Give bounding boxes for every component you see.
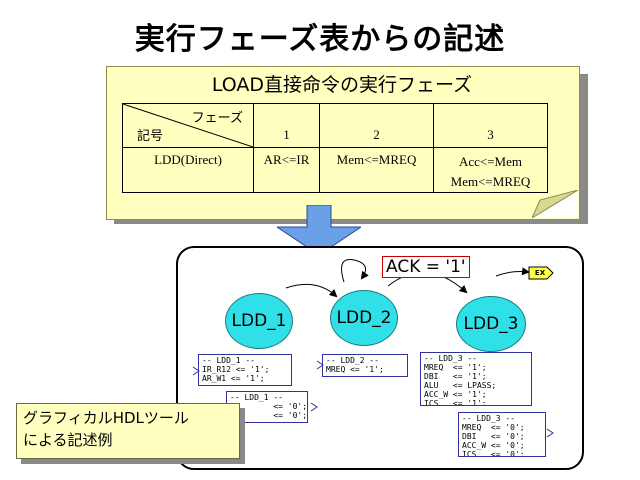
state-ldd-2[interactable]: LDD_2 bbox=[330, 290, 398, 346]
state-ldd-2-label: LDD_2 bbox=[336, 308, 392, 328]
tool-caption-line2: による記述例 bbox=[23, 431, 113, 449]
state-ldd-3[interactable]: LDD_3 bbox=[456, 296, 526, 352]
phase-header-3: 3 bbox=[433, 103, 548, 148]
cell-phase-1: AR<=IR bbox=[252, 147, 321, 193]
state-ldd-1-label: LDD_1 bbox=[231, 311, 287, 331]
table-corner-header: フェーズ 記号 bbox=[122, 103, 254, 148]
exit-port-icon bbox=[528, 266, 554, 280]
phase-table: フェーズ 記号 1 2 3 LDD(Direct) AR<=IR Mem<=MR… bbox=[122, 103, 548, 193]
state-ldd-1[interactable]: LDD_1 bbox=[225, 293, 293, 349]
phase-header-1: 1 bbox=[252, 103, 321, 148]
cell-phase-3-line2: Mem<=MREQ bbox=[450, 174, 531, 189]
cell-phase-3-line1: Acc<=Mem bbox=[458, 154, 523, 169]
ack-condition-label: ACK = '1' bbox=[382, 256, 470, 278]
note-title: LOAD直接命令の実行フェーズ bbox=[211, 74, 473, 96]
tool-caption-line1: グラフィカルHDLツール bbox=[23, 409, 189, 427]
header-phase-label: フェーズ bbox=[191, 111, 243, 126]
page-title: 実行フェーズ表からの記述 bbox=[134, 22, 506, 57]
exit-label: EX bbox=[534, 269, 546, 277]
phase-header-2: 2 bbox=[319, 103, 434, 148]
cell-phase-3: Acc<=Mem Mem<=MREQ bbox=[433, 147, 548, 193]
code-ldd3-exit[interactable]: -- LDD_3 -- MREQ <= '0'; DBI <= '0'; ACC… bbox=[458, 412, 546, 457]
cell-phase-2: Mem<=MREQ bbox=[319, 147, 434, 193]
port-marker-icon bbox=[310, 402, 318, 412]
row-label: LDD(Direct) bbox=[122, 147, 254, 193]
port-marker-icon bbox=[192, 366, 200, 376]
port-marker-icon bbox=[316, 360, 324, 370]
port-marker-icon bbox=[546, 428, 554, 438]
state-ldd-3-label: LDD_3 bbox=[463, 314, 519, 334]
down-arrow-icon bbox=[277, 205, 361, 255]
code-ldd2-entry[interactable]: -- LDD_2 -- MREQ <= '1'; bbox=[322, 354, 408, 377]
note-fold-corner bbox=[532, 190, 578, 218]
tool-caption: グラフィカルHDLツール による記述例 bbox=[16, 403, 240, 459]
code-ldd3-entry[interactable]: -- LDD_3 -- MREQ <= '1'; DBI <= '1'; ALU… bbox=[420, 352, 532, 406]
code-ldd1-entry[interactable]: -- LDD_1 -- IR_R12 <= '1'; AR_W1 <= '1'; bbox=[198, 354, 292, 386]
diagonal-line bbox=[123, 104, 253, 147]
header-symbol-label: 記号 bbox=[137, 129, 164, 144]
